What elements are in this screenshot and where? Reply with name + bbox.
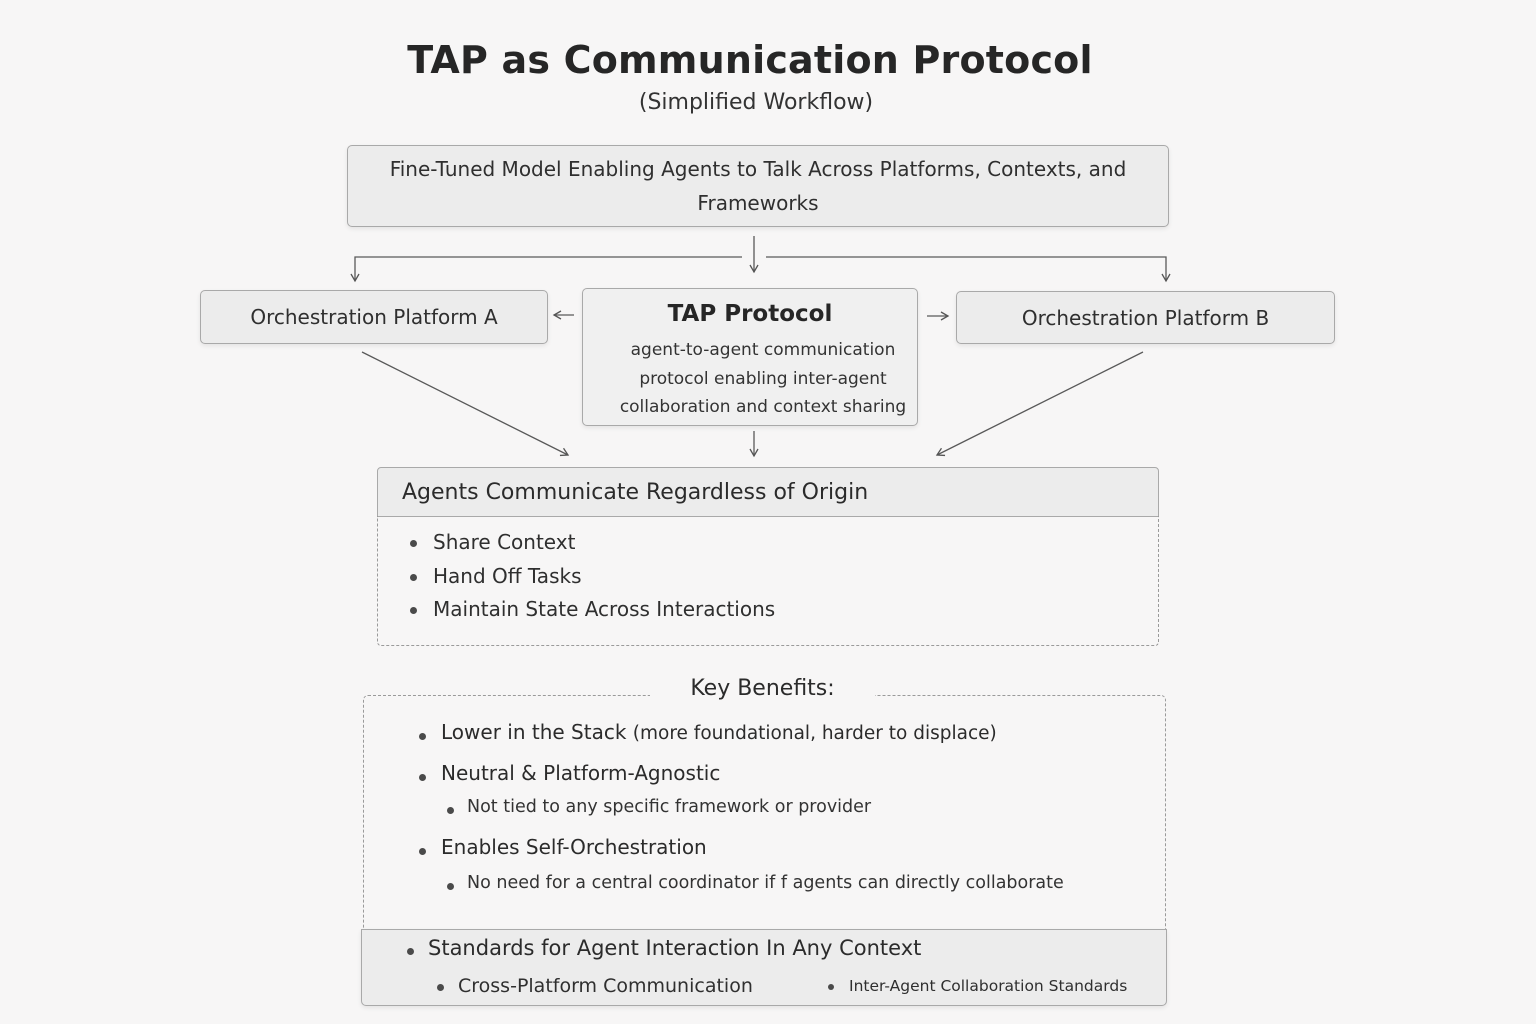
orchestration-platform-b-box: Orchestration Platform B (956, 291, 1335, 344)
agents-item-maintain-state: Maintain State Across Interactions (409, 593, 775, 627)
tap-protocol-box: TAP Protocol agent-to-agent communicatio… (582, 288, 918, 426)
platform-a-label: Orchestration Platform A (250, 305, 498, 329)
benefit-lower-in-stack: Lower in the Stack (more foundational, h… (419, 720, 1064, 758)
benefit-self-orchestration: Enables Self-Orchestration (419, 835, 1064, 873)
diagram-subtitle: (Simplified Workflow) (638, 90, 874, 115)
fine-tuned-model-text: Fine-Tuned Model Enabling Agents to Talk… (389, 157, 1127, 215)
agents-communicate-header: Agents Communicate Regardless of Origin (377, 467, 1159, 517)
agents-capability-list: Share Context Hand Off Tasks Maintain St… (409, 526, 775, 627)
benefit-lower-in-stack-note: (more foundational, harder to displace) (632, 723, 997, 744)
standards-title: Standards for Agent Interaction In Any C… (428, 936, 922, 960)
standards-item-bullet (437, 984, 444, 991)
arrow-top-to-platform-a (350, 256, 742, 283)
orchestration-platform-a-box: Orchestration Platform A (200, 290, 548, 344)
standards-box: Standards for Agent Interaction In Any C… (361, 929, 1167, 1006)
benefit-neutral-detail: Not tied to any specific framework or pr… (447, 797, 1064, 835)
agents-communicate-body: Share Context Hand Off Tasks Maintain St… (377, 516, 1159, 646)
key-benefits-list: Lower in the Stack (more foundational, h… (419, 720, 1064, 893)
benefit-neutral: Neutral & Platform-Agnostic (419, 761, 1064, 797)
arrow-top-to-platform-b (766, 256, 1171, 283)
arrow-platform-a-to-agents (361, 351, 570, 457)
benefit-self-orchestration-detail: No need for a central coordinator if f a… (447, 873, 1064, 893)
agents-item-hand-off-tasks: Hand Off Tasks (409, 560, 775, 594)
benefit-lower-in-stack-label: Lower in the Stack (441, 720, 627, 744)
standards-item-cross-platform: Cross-Platform Communication (458, 975, 753, 997)
key-benefits-title: Key Benefits: (650, 676, 875, 701)
benefit-neutral-label: Neutral & Platform-Agnostic (441, 761, 721, 785)
platform-b-label: Orchestration Platform B (1021, 305, 1270, 330)
agents-communicate-box: Agents Communicate Regardless of Origin … (377, 467, 1159, 646)
fine-tuned-model-box: Fine-Tuned Model Enabling Agents to Talk… (347, 145, 1169, 227)
tap-protocol-title: TAP Protocol (667, 301, 833, 327)
standards-item-bullet (828, 984, 834, 990)
standards-bullet (407, 948, 414, 955)
benefit-self-orchestration-label: Enables Self-Orchestration (441, 835, 707, 859)
standards-item-collaboration: Inter-Agent Collaboration Standards (849, 977, 1128, 995)
diagram-title: TAP as Communication Protocol (407, 38, 1093, 82)
tap-protocol-description: agent-to-agent communication protocol en… (619, 340, 907, 417)
arrow-platform-b-to-agents (935, 351, 1144, 457)
agents-item-share-context: Share Context (409, 526, 775, 560)
